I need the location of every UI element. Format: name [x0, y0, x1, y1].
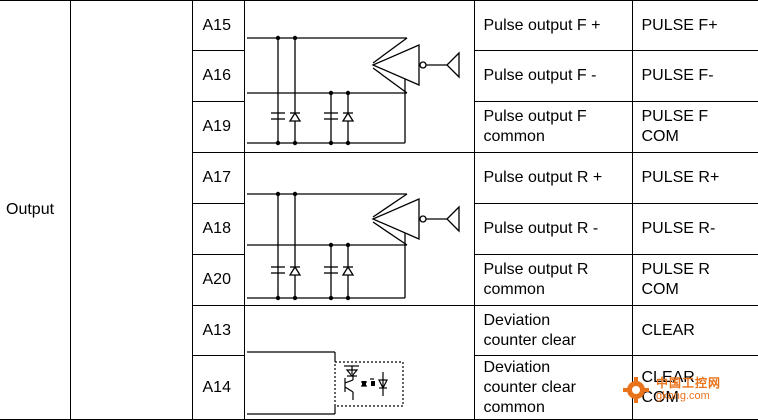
pin-label: A19	[202, 118, 231, 135]
signal-name: Pulse output F -	[483, 67, 597, 84]
signal-name: Deviation counter clear	[483, 311, 577, 349]
pin-label: A18	[202, 220, 231, 237]
blank-column	[69, 0, 193, 420]
signal-name: Deviation counter clear common	[483, 358, 577, 416]
abbreviation-cell: PULSE F COM	[631, 101, 758, 153]
signal-abbreviation: CLEAR	[641, 321, 695, 339]
signal-abbreviation: PULSE F COM	[641, 108, 709, 145]
pin-cell: A18	[191, 203, 245, 255]
watermark-brand: 中国工控网	[656, 376, 722, 390]
pin-cell: A20	[191, 254, 245, 306]
abbreviation-cell: CLEAR	[631, 305, 758, 356]
pulse-r-circuit-cell	[243, 152, 475, 306]
abbreviation-cell: CLEAR COM	[631, 355, 758, 420]
signal-abbreviation: CLEAR COM	[641, 368, 695, 406]
watermark: 中国工控网 gkong.com	[622, 372, 752, 412]
pin-cell: A15	[191, 0, 245, 51]
gear-icon	[623, 377, 649, 403]
photocoupler-diagram	[246, 351, 404, 415]
signal-name: Pulse output R +	[483, 169, 603, 186]
signal-name-cell: Pulse output R common	[473, 254, 633, 306]
table-row: A14 Deviation counter clear common CLEAR…	[0, 355, 758, 420]
signal-name: Pulse output R -	[483, 220, 599, 237]
pin-label: A17	[202, 169, 231, 186]
watermark-domain: gkong.com	[656, 390, 710, 402]
abbreviation-cell: PULSE F+	[631, 0, 758, 51]
pin-label: A20	[202, 271, 231, 288]
signal-name: Pulse output F common	[483, 108, 587, 145]
pin-cell: A16	[191, 50, 245, 102]
signal-name-cell: Pulse output F common	[473, 101, 633, 153]
signal-name-cell: Pulse output R -	[473, 203, 633, 255]
pin-label: A14	[202, 378, 231, 396]
signal-name: Pulse output F +	[483, 16, 601, 34]
pin-cell: A14	[191, 355, 245, 420]
pin-label: A15	[202, 16, 231, 34]
signal-abbreviation: PULSE R COM	[641, 261, 710, 298]
signal-name: Pulse output R common	[483, 261, 589, 298]
line-driver-r-diagram	[246, 191, 460, 301]
abbreviation-cell: PULSE R+	[631, 152, 758, 204]
line-driver-f-diagram	[246, 35, 460, 146]
table-row: A18 Pulse output R - PULSE R-	[0, 203, 758, 255]
signal-name-cell: Pulse output F -	[473, 50, 633, 102]
group-label: Output	[6, 201, 55, 218]
clear-circuit-cell	[243, 305, 475, 420]
signal-abbreviation: PULSE F+	[641, 16, 718, 34]
table-row: A16 Pulse output F - PULSE F-	[0, 50, 758, 102]
pin-label: A13	[202, 321, 231, 339]
pin-cell: A13	[191, 305, 245, 356]
table-row: A13	[0, 305, 758, 420]
abbreviation-cell: PULSE F-	[631, 50, 758, 102]
signal-abbreviation: PULSE R+	[641, 169, 720, 186]
signal-name-cell: Deviation counter clear	[473, 305, 633, 356]
signal-name-cell: Pulse output R +	[473, 152, 633, 204]
table-row: A19 Pulse output F common PULSE F COM	[0, 101, 758, 153]
abbreviation-cell: PULSE R COM	[631, 254, 758, 306]
signal-abbreviation: PULSE F-	[641, 67, 714, 84]
pin-label: A16	[202, 67, 231, 84]
signal-name-cell: Pulse output F +	[473, 0, 633, 51]
table-row: A20 Pulse output R common PULSE R COM	[0, 254, 758, 306]
signal-abbreviation: PULSE R-	[641, 220, 716, 237]
signal-name-cell: Deviation counter clear common	[473, 355, 633, 420]
abbreviation-cell: PULSE R-	[631, 203, 758, 255]
pulse-f-circuit-cell	[243, 0, 475, 153]
pin-cell: A19	[191, 101, 245, 153]
pin-cell: A17	[191, 152, 245, 204]
group-label-cell: Output	[0, 0, 71, 420]
